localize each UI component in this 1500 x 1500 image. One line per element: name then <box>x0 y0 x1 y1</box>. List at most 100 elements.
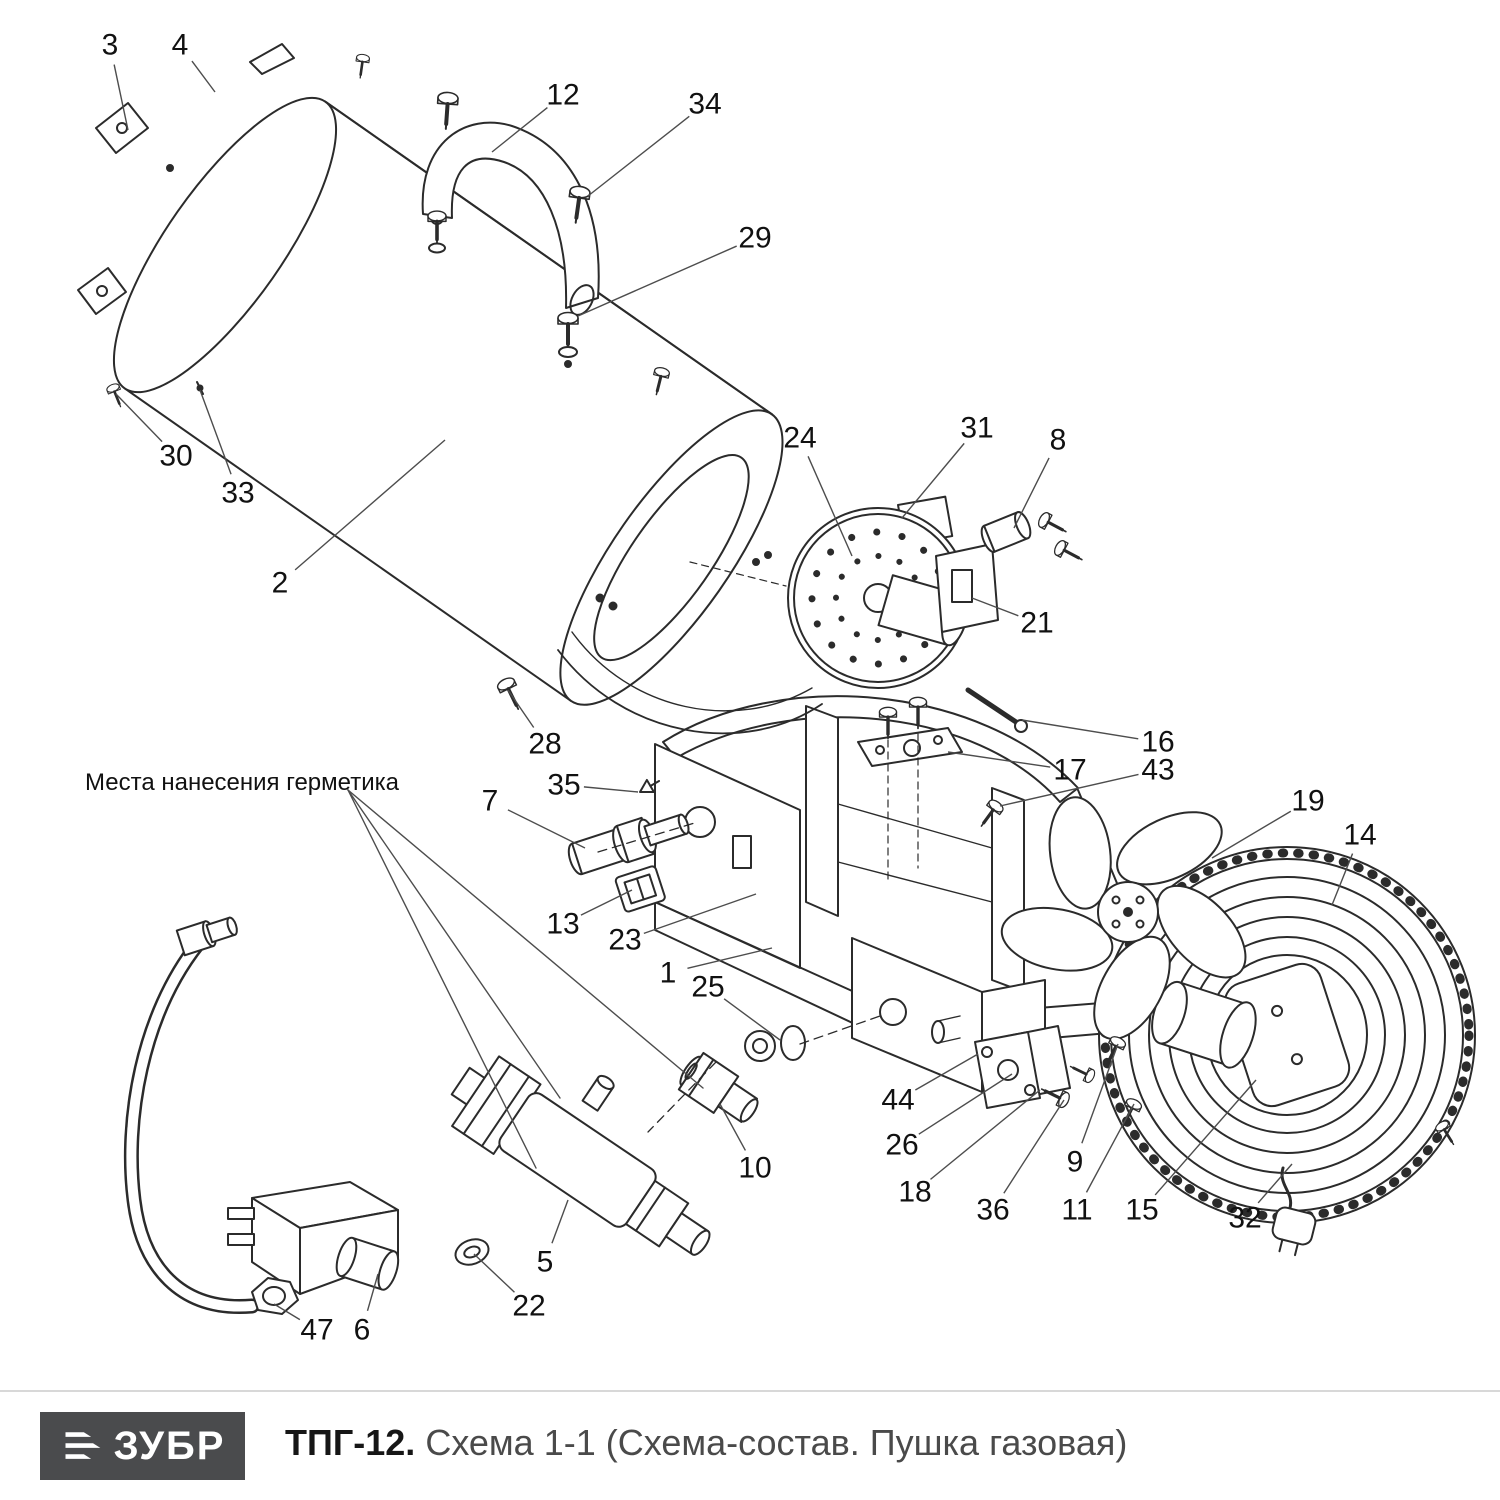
exploded-parts-diagram: Места нанесения герметика 34123429243182… <box>77 29 1476 1347</box>
callout-44: 44 <box>881 1084 914 1117</box>
leader-36 <box>1003 1099 1065 1194</box>
callout-7: 7 <box>482 785 499 818</box>
leader-33 <box>199 389 232 475</box>
nozzle-fitting <box>980 511 1032 553</box>
callout-29: 29 <box>738 222 771 255</box>
callout-11: 11 <box>1061 1194 1092 1227</box>
callout-5: 5 <box>537 1246 554 1279</box>
callout-23: 23 <box>608 924 641 957</box>
gas-hose <box>123 916 260 1315</box>
callout-14: 14 <box>1343 819 1376 852</box>
burner-bracket <box>935 543 999 633</box>
leader-lines <box>113 60 1354 1321</box>
hose-nut <box>251 1277 299 1315</box>
leader-11 <box>1085 1103 1135 1193</box>
fan-motor <box>1151 980 1257 1069</box>
callout-9: 9 <box>1067 1146 1084 1179</box>
leader-12 <box>491 106 548 153</box>
sealant-leader-1 <box>347 789 537 1169</box>
callout-6: 6 <box>354 1314 371 1347</box>
leader-32 <box>1257 1163 1293 1204</box>
callout-2: 2 <box>272 567 289 600</box>
callout-25: 25 <box>691 971 724 1004</box>
callout-19: 19 <box>1291 785 1324 818</box>
spade-terminal <box>227 1233 255 1246</box>
inlet-union-fitting <box>677 1051 759 1123</box>
leader-22 <box>473 1253 515 1293</box>
leader-19 <box>1211 810 1292 859</box>
callout-13: 13 <box>546 908 579 941</box>
leader-2 <box>294 439 446 571</box>
mounting-bracket <box>77 43 295 315</box>
zubr-logo-text: ЗУБР <box>113 1424 226 1468</box>
leader-43 <box>999 773 1139 807</box>
fan-impeller <box>1000 796 1247 1040</box>
flange-plates <box>974 1025 1071 1109</box>
leader-23 <box>643 893 757 935</box>
burner-plate <box>787 495 1032 689</box>
callout-47: 47 <box>300 1314 333 1347</box>
leader-13 <box>580 889 633 916</box>
leader-14 <box>1331 853 1354 906</box>
leader-25 <box>723 998 781 1041</box>
callout-17: 17 <box>1053 754 1086 787</box>
callout-24: 24 <box>783 422 816 455</box>
diagram-title-model: ТПГ-12. <box>285 1422 416 1463</box>
carry-handle <box>421 121 600 316</box>
callout-34: 34 <box>688 88 721 121</box>
diagram-title-caption: Схема 1-1 (Схема-состав. Пушка газовая) <box>415 1422 1128 1463</box>
callout-22: 22 <box>512 1290 545 1323</box>
grommet <box>744 1015 881 1062</box>
leader-34 <box>587 115 690 197</box>
callout-43: 43 <box>1141 754 1174 787</box>
callout-36: 36 <box>976 1194 1009 1227</box>
solenoid-coil <box>335 1236 400 1291</box>
solenoid-valve <box>227 1181 400 1315</box>
callout-1: 1 <box>660 957 677 990</box>
pin <box>196 381 204 395</box>
leader-26 <box>918 1073 1013 1135</box>
gas-valve <box>450 1055 711 1256</box>
leader-4 <box>191 60 216 93</box>
leader-30 <box>115 393 163 443</box>
sealant-leader-3 <box>347 789 704 1089</box>
leader-16 <box>1021 719 1139 740</box>
callout-12: 12 <box>546 79 579 112</box>
callout-3: 3 <box>102 29 119 62</box>
sealant-note: Места нанесения герметика <box>85 769 400 796</box>
spade-terminal <box>227 1207 255 1220</box>
callout-15: 15 <box>1125 1194 1158 1227</box>
power-plug <box>1271 1166 1317 1257</box>
callout-35: 35 <box>547 769 580 802</box>
callout-32: 32 <box>1228 1202 1261 1235</box>
ignition-electrode <box>965 687 1028 733</box>
callout-33: 33 <box>221 477 254 510</box>
combustion-chamber <box>112 96 823 735</box>
sealant-leader-2 <box>347 789 561 1099</box>
leader-18 <box>930 1089 1041 1180</box>
callout-10: 10 <box>738 1152 771 1185</box>
diagram-title: ТПГ-12. Схема 1-1 (Схема-состав. Пушка г… <box>285 1422 1127 1464</box>
leader-21 <box>971 597 1019 617</box>
leader-31 <box>901 442 965 519</box>
spring-clip <box>639 778 661 794</box>
callout-8: 8 <box>1050 424 1067 457</box>
callout-26: 26 <box>885 1129 918 1162</box>
leader-8 <box>1013 457 1050 529</box>
callout-31: 31 <box>960 412 993 445</box>
zubr-logo: ЗУБР <box>40 1412 245 1480</box>
leader-3 <box>113 64 129 131</box>
hose-fitting <box>175 916 238 957</box>
leader-28 <box>507 689 535 728</box>
leader-44 <box>914 1053 979 1091</box>
zubr-emblem-icon <box>60 1424 104 1468</box>
callout-16: 16 <box>1141 726 1174 759</box>
callout-30: 30 <box>159 440 192 473</box>
callout-4: 4 <box>172 29 189 62</box>
leader-9 <box>1081 1043 1119 1144</box>
fasteners <box>104 52 1461 1150</box>
leader-29 <box>577 245 737 317</box>
leader-6 <box>366 1273 379 1311</box>
